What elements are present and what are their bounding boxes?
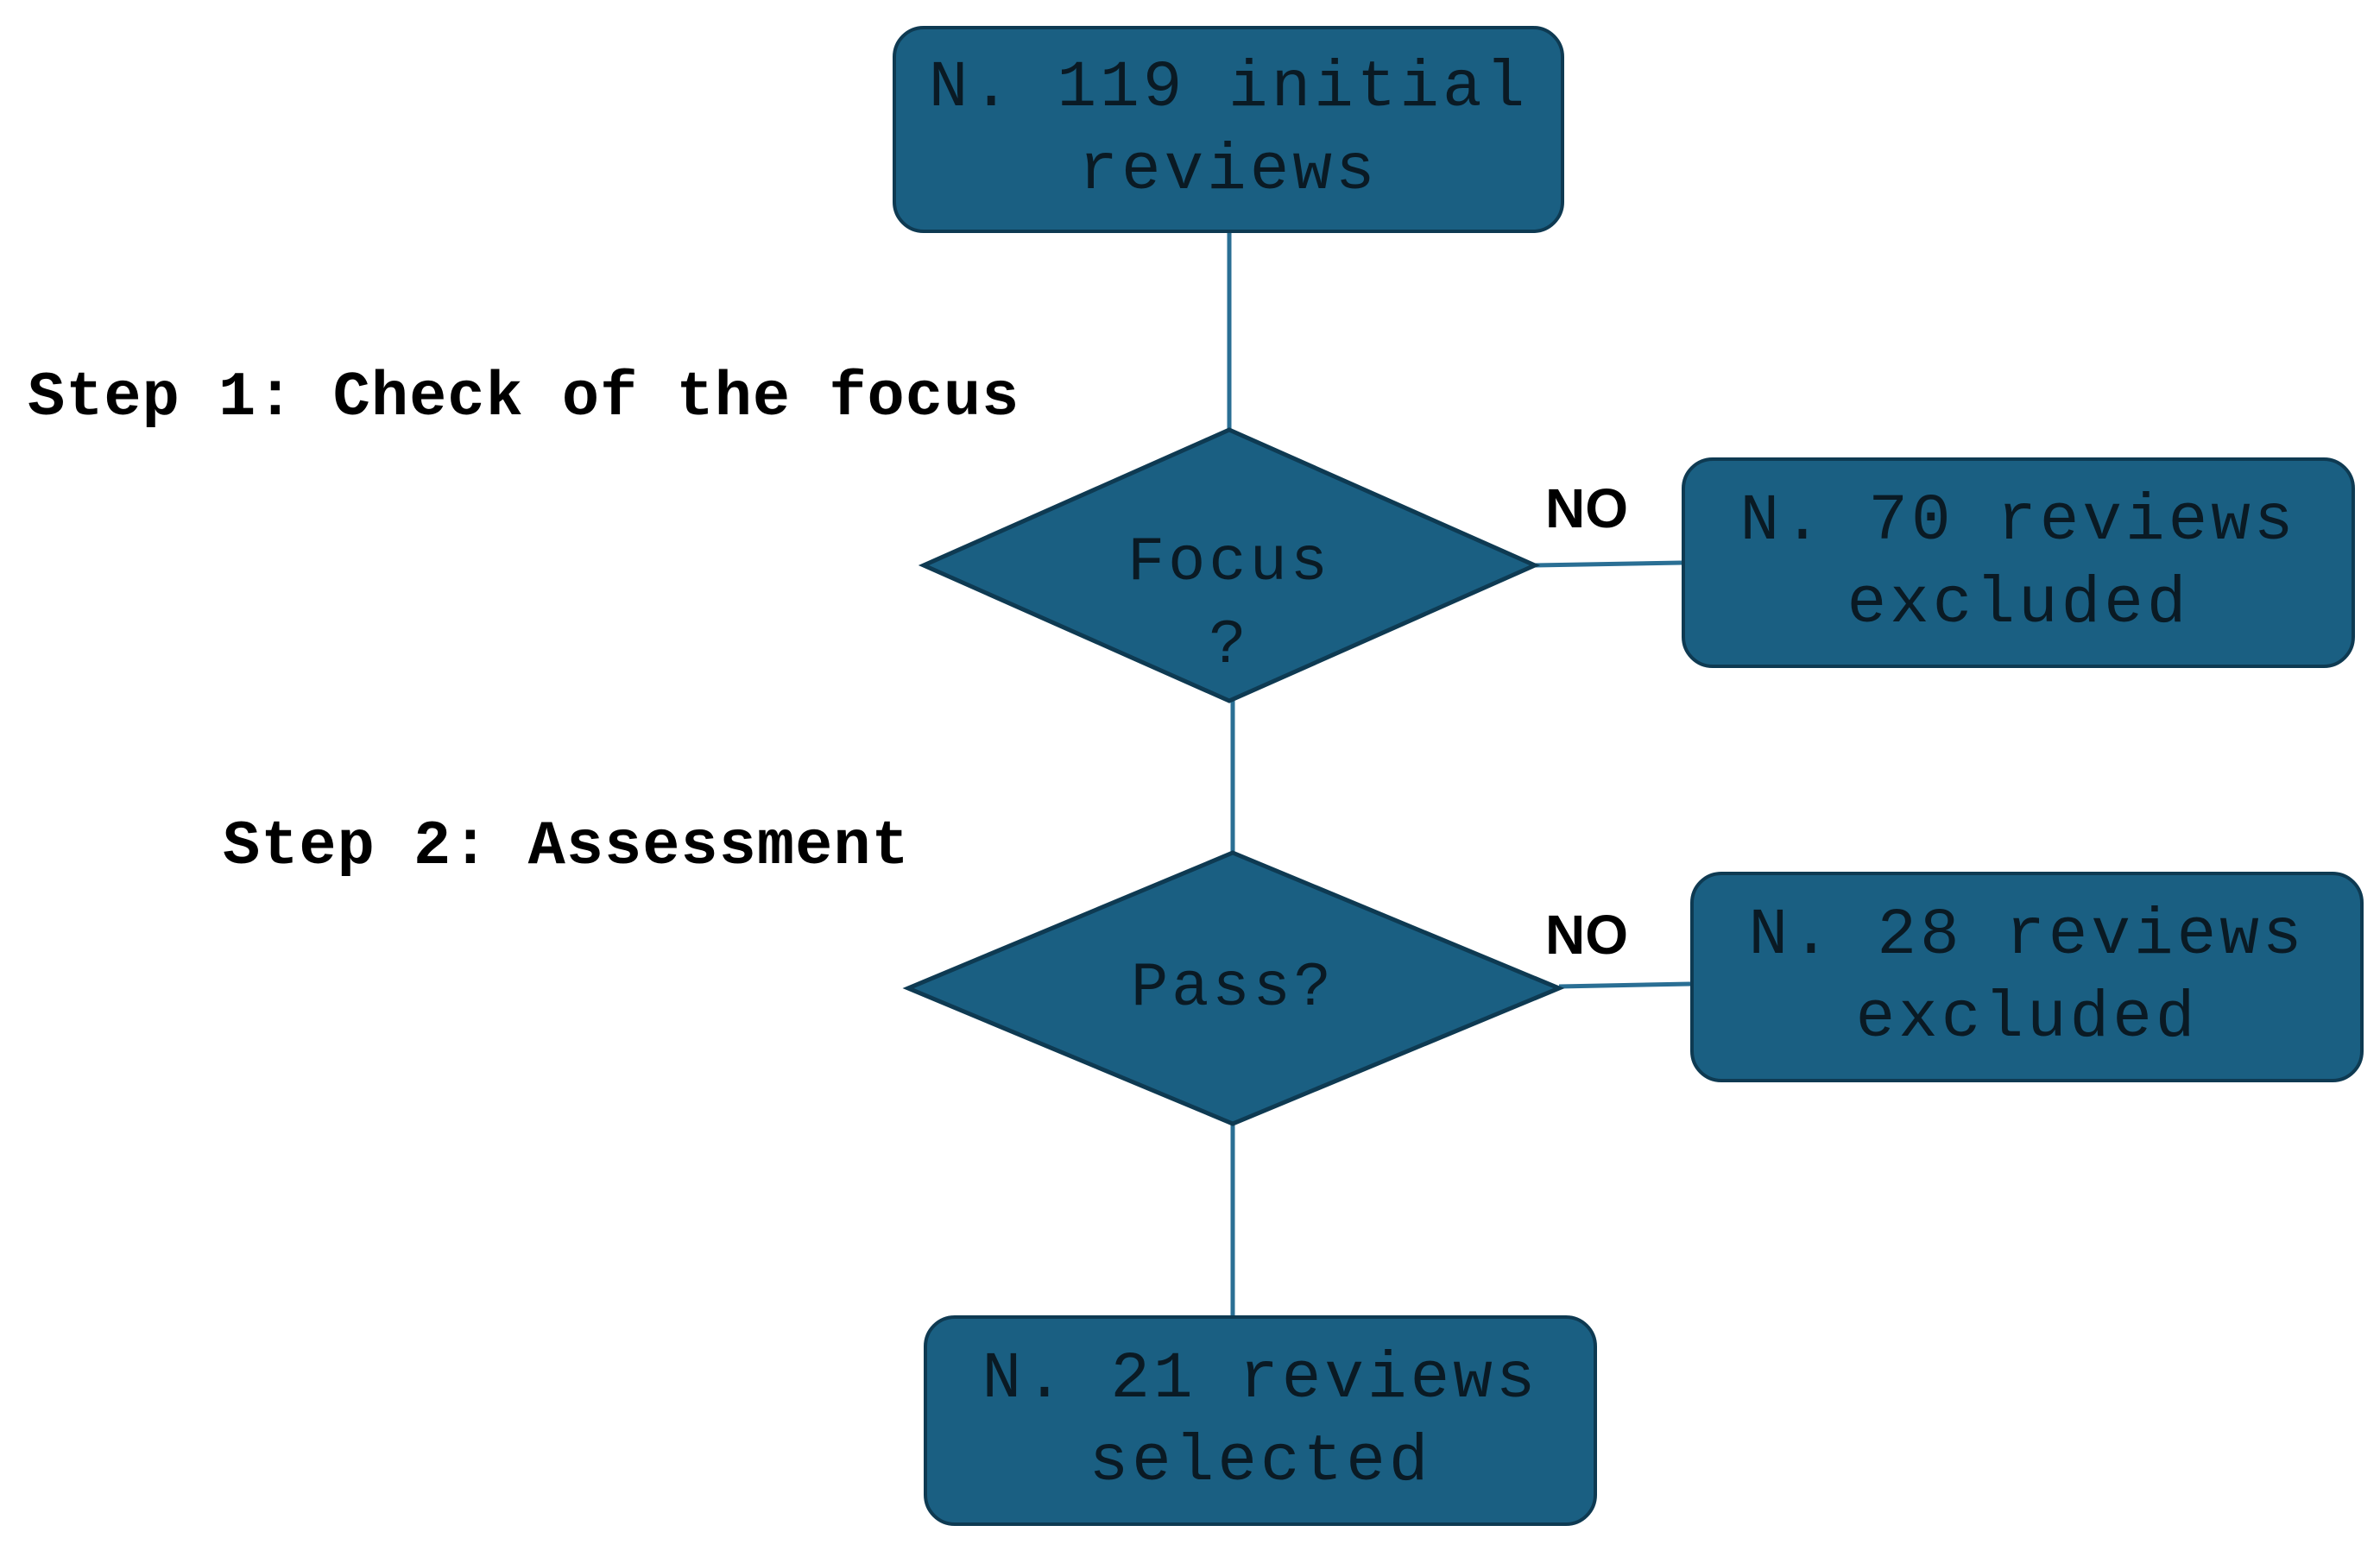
node-excluded-focus-line1: N. 70 reviews (1739, 484, 2297, 558)
node-excluded-pass: N. 28 reviews excluded (1690, 872, 2364, 1082)
decision-focus-label: Focus ? (1057, 521, 1402, 687)
connector-focus-no (1534, 560, 1682, 568)
step-2-label: Step 2: Assessment (223, 811, 910, 882)
node-excluded-pass-line2: excluded (1855, 981, 2199, 1056)
connector-pass-no (1558, 981, 1691, 989)
decision-focus-line2: ? (1209, 610, 1250, 681)
no-label-pass: NO (1545, 904, 1628, 966)
decision-focus-line1: Focus (1127, 527, 1332, 598)
node-excluded-focus: N. 70 reviews excluded (1682, 457, 2355, 668)
node-selected-reviews: N. 21 reviews selected (924, 1315, 1597, 1526)
node-initial-reviews: N. 119 initial reviews (893, 26, 1564, 233)
node-initial-line1: N. 119 initial (928, 51, 1529, 125)
node-initial-line2: reviews (1078, 134, 1379, 208)
step-1-label: Step 1: Check of the focus (28, 362, 1020, 433)
node-selected-line1: N. 21 reviews (982, 1342, 1539, 1416)
node-excluded-pass-line1: N. 28 reviews (1748, 898, 2306, 973)
decision-pass-label: Pass? (1060, 947, 1405, 1030)
node-selected-line2: selected (1089, 1425, 1432, 1499)
decision-pass-diamond (902, 850, 1565, 1126)
decision-pass-line1: Pass? (1130, 953, 1335, 1024)
no-label-focus: NO (1545, 477, 1628, 539)
node-excluded-focus-line2: excluded (1847, 567, 2190, 641)
decision-focus-diamond (918, 427, 1541, 703)
